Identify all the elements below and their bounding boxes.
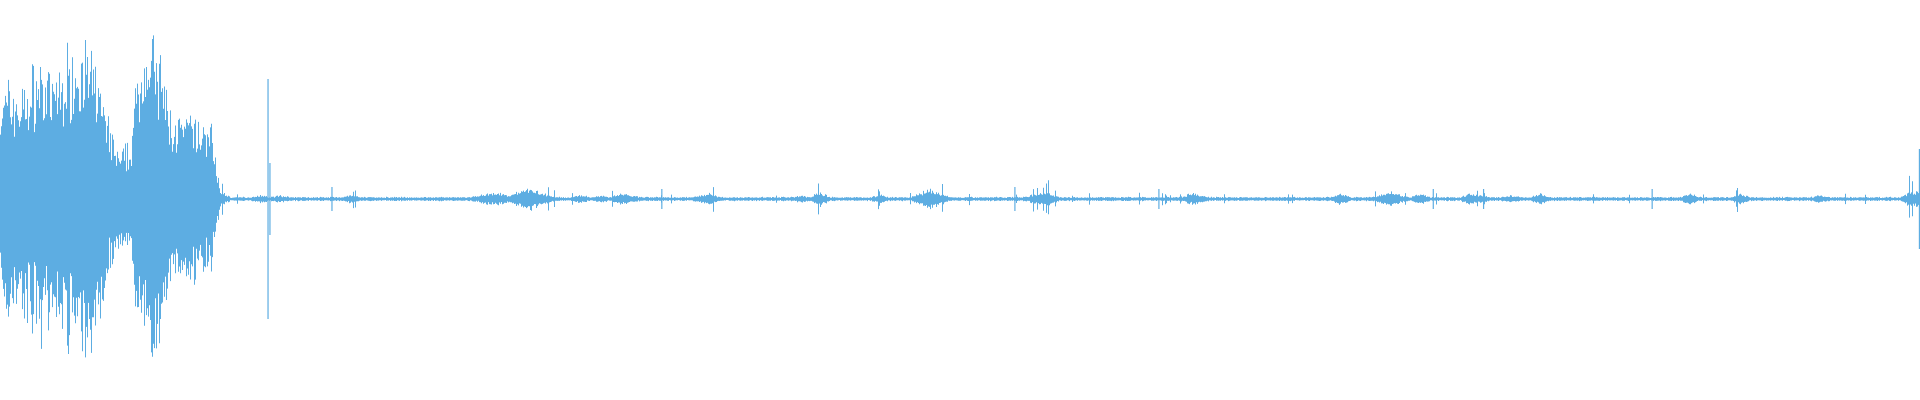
audio-waveform: [0, 35, 1920, 358]
